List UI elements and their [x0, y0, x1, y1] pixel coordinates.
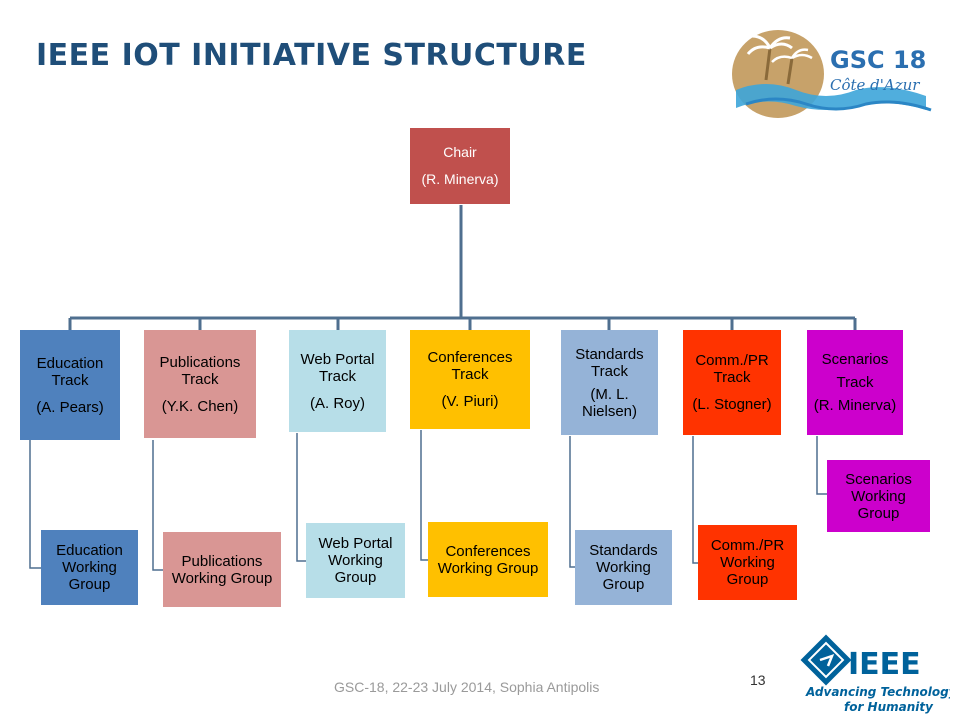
- group-name: Comm./PR Working Group: [710, 537, 785, 588]
- group-education: Education Working Group: [41, 530, 138, 605]
- track-lead: (V. Piuri): [441, 393, 499, 410]
- chair-name: (R. Minerva): [421, 171, 499, 187]
- group-name: Standards Working Group: [589, 542, 658, 593]
- ieee-logo-tagline1: Advancing Technology: [805, 685, 950, 699]
- gsc18-logo: GSC 18 Côte d'Azur: [726, 18, 936, 133]
- track-standards: Standards Track (M. L. Nielsen): [561, 330, 658, 435]
- track-name: Web Portal Track: [300, 350, 375, 385]
- group-publications: Publications Working Group: [163, 532, 281, 607]
- track-lead: (M. L. Nielsen): [581, 385, 638, 420]
- track-name-line2: Track: [836, 374, 874, 391]
- track-lead: (Y.K. Chen): [161, 397, 239, 415]
- track-name: Conferences Track: [427, 349, 513, 383]
- track-education: Education Track (A. Pears): [20, 330, 120, 440]
- group-conferences: Conferences Working Group: [428, 522, 548, 597]
- connector-scenarios-group: [816, 436, 827, 495]
- track-lead: (A. Pears): [36, 398, 104, 416]
- connector-webportal-group: [296, 433, 306, 562]
- track-webportal: Web Portal Track (A. Roy): [289, 330, 386, 432]
- track-name: Education Track: [36, 354, 104, 389]
- track-name: Scenarios: [821, 351, 889, 368]
- connector-education-group: [29, 440, 41, 569]
- footer-text: GSC-18, 22-23 July 2014, Sophia Antipoli…: [334, 679, 600, 695]
- chair-box: Chair (R. Minerva): [410, 128, 510, 204]
- track-scenarios: Scenarios Track (R. Minerva): [807, 330, 903, 435]
- ieee-logo-name: IEEE: [848, 647, 921, 682]
- ieee-logo-tagline2: for Humanity: [844, 700, 934, 714]
- chair-title: Chair: [443, 144, 477, 160]
- page-title: IEEE IOT INITIATIVE STRUCTURE: [36, 38, 587, 73]
- track-lead: (L. Stogner): [692, 396, 772, 413]
- group-standards: Standards Working Group: [575, 530, 672, 605]
- track-conferences: Conferences Track (V. Piuri): [410, 330, 530, 429]
- connector-publications-group: [152, 440, 163, 571]
- group-name: Education Working Group: [56, 542, 123, 593]
- page-number: 13: [750, 672, 766, 688]
- connector-commpr-group: [692, 436, 698, 564]
- track-name: Standards Track: [575, 345, 644, 380]
- group-name: Publications Working Group: [171, 552, 273, 587]
- track-name: Comm./PR Track: [695, 352, 769, 386]
- ieee-logo: IEEE Advancing Technology for Humanity: [800, 632, 958, 722]
- track-commpr: Comm./PR Track (L. Stogner): [683, 330, 781, 435]
- group-commpr: Comm./PR Working Group: [698, 525, 797, 600]
- gsc18-logo-line2: Côte d'Azur: [830, 76, 920, 94]
- group-scenarios: Scenarios Working Group: [827, 460, 930, 532]
- gsc18-logo-line1: GSC 18: [830, 46, 926, 74]
- group-webportal: Web Portal Working Group: [306, 523, 405, 598]
- track-lead: (A. Roy): [309, 394, 365, 412]
- track-name: Publications Track: [159, 353, 241, 388]
- track-publications: Publications Track (Y.K. Chen): [144, 330, 256, 438]
- group-name: Conferences Working Group: [437, 542, 539, 577]
- group-name: Web Portal Working Group: [318, 535, 393, 586]
- group-name: Scenarios Working Group: [845, 470, 912, 522]
- connector-standards-group: [569, 436, 575, 568]
- connector-conferences-group: [420, 430, 428, 561]
- track-lead: (R. Minerva): [813, 397, 897, 414]
